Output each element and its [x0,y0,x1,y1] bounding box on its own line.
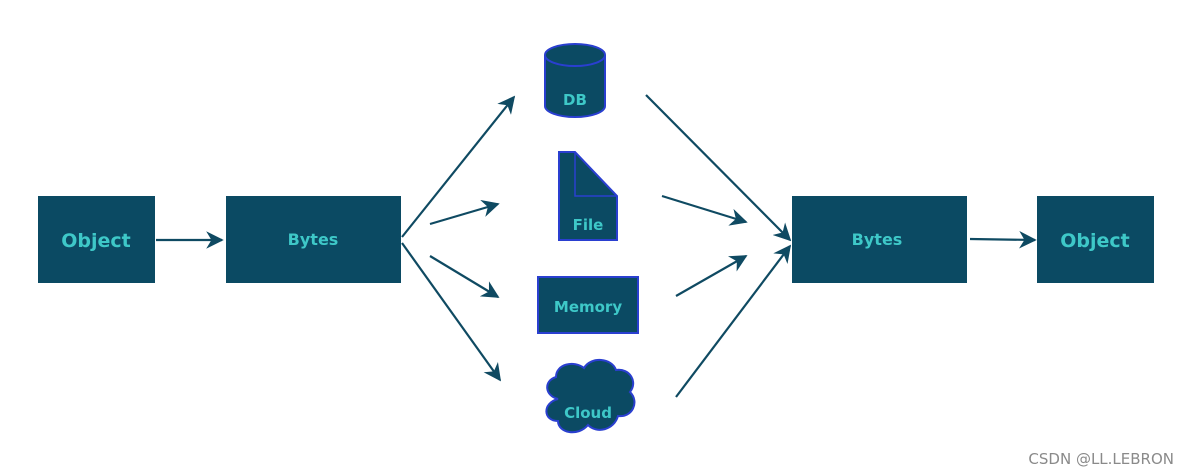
node-file-label: File [573,216,604,234]
arrow-bytes-to-memory [429,255,500,298]
node-bytes-in-label: Bytes [288,230,339,249]
node-object-in: Object [38,196,155,283]
cloud-icon [545,359,636,434]
arrow-db-to-bytes [645,94,792,242]
node-bytes-in: Bytes [226,196,401,283]
watermark: CSDN @LL.LEBRON [1028,450,1174,468]
node-bytes-out: Bytes [792,196,967,283]
node-memory-label: Memory [554,298,622,316]
node-object-out-label: Object [1060,230,1130,252]
node-db: DB [544,43,606,118]
arrow-cloud-to-bytes [675,244,792,398]
arrow-bytes-to-db [401,95,516,238]
node-object-out: Object [1037,196,1154,283]
node-cloud: Cloud [545,359,636,434]
node-file: File [558,151,618,241]
arrow-bytes-to-file [429,200,500,226]
node-db-label: DB [563,91,587,109]
node-cloud-label: Cloud [564,404,612,422]
database-icon [544,43,606,118]
arrow-bytes-to-cloud [401,242,502,382]
arrow-memory-to-bytes [675,255,748,297]
arrow-bytes-to-object [969,230,1037,249]
node-object-in-label: Object [61,230,131,252]
node-bytes-out-label: Bytes [852,230,903,249]
arrows [156,94,1037,398]
arrow-file-to-bytes [661,194,748,226]
node-memory: Memory [537,276,639,334]
